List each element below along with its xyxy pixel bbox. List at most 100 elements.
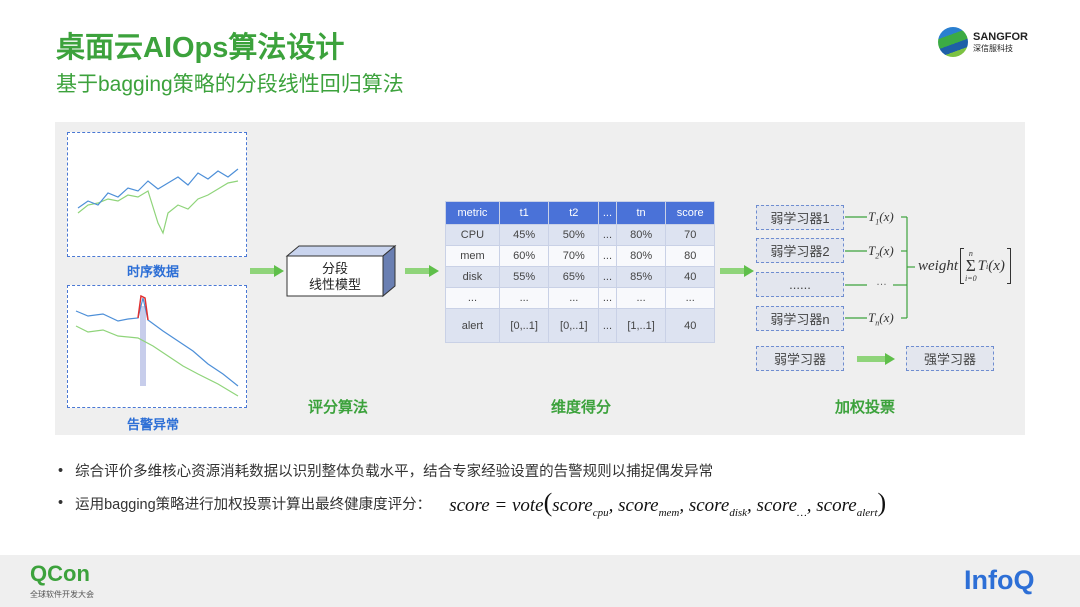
strong-learner: 强学习器 (906, 346, 994, 371)
table-header: tn (615, 201, 667, 225)
table-cell: [0,..1] (498, 308, 550, 343)
table-cell: ... (598, 287, 617, 309)
table-cell: 55% (498, 266, 550, 288)
table-cell: ... (665, 287, 715, 309)
t-symbol: T (868, 310, 876, 325)
sum-bottom: i=0 (965, 274, 977, 283)
formula-term: score (688, 495, 730, 516)
table-cell: 85% (615, 266, 667, 288)
table-header: t2 (548, 201, 600, 225)
sum-top: n (968, 249, 973, 258)
table-cell: ... (598, 266, 617, 288)
t-subscript: 1 (875, 217, 880, 227)
table-header: t1 (498, 201, 550, 225)
table-cell: ... (598, 245, 617, 267)
table-cell: 70% (548, 245, 600, 267)
table-header: ... (598, 201, 617, 225)
qcon-subtitle: 全球软件开发大会 (30, 590, 94, 599)
output-t2: T2(x) (868, 243, 894, 261)
table-header: score (665, 201, 715, 225)
stage-label-voting: 加权投票 (835, 399, 896, 416)
table-cell: [1,..1] (615, 308, 667, 343)
table-cell: ... (445, 287, 500, 309)
sum-symbol: n Σ i=0 (965, 249, 977, 283)
table-cell: CPU (445, 224, 500, 246)
formula-term: score (618, 495, 659, 516)
t-arg: (x) (879, 310, 894, 325)
model-box (285, 244, 397, 298)
table-cell: disk (445, 266, 500, 288)
arrow-right-icon (250, 265, 284, 277)
formula-term: score (816, 495, 857, 516)
timeseries-chart (77, 168, 239, 235)
formula-sub: … (797, 506, 807, 519)
bullet-1: •综合评价多维核心资源消耗数据以识别整体负载水平，结合专家经验设置的告警规则以捕… (58, 460, 713, 481)
formula-term: score (756, 495, 797, 516)
sigma-icon: Σ (965, 256, 976, 275)
formula-sub: disk (729, 506, 748, 519)
t-subscript: n (875, 318, 880, 328)
bullet-text: 运用bagging策略进行加权投票计算出最终健康度评分： (75, 496, 432, 513)
table-cell: 70 (665, 224, 715, 246)
output-t1: T1(x) (868, 209, 894, 227)
weak-learner-2: 弱学习器2 (756, 238, 844, 263)
t-arg: (x) (879, 243, 894, 258)
bracket-left (960, 248, 964, 284)
arrow-right-icon (720, 265, 754, 277)
table-cell: ... (598, 308, 617, 343)
globe-icon (938, 27, 968, 57)
score-formula: score = vote(scorecpu, scoremem, scoredi… (449, 488, 887, 519)
t-symbol: T (868, 243, 876, 258)
table-cell: 80% (615, 224, 667, 246)
formula-sub: alert (856, 506, 878, 519)
table-header: metric (445, 201, 500, 225)
table-cell: 40 (665, 266, 715, 288)
alert-chart (75, 294, 239, 397)
table-cell: ... (598, 224, 617, 246)
qcon-logo: QCon (30, 561, 90, 586)
formula-term: score (552, 495, 593, 516)
stage-label-scoring: 评分算法 (308, 399, 369, 416)
table-row: .................. (445, 287, 715, 309)
table-cell: 40 (665, 308, 715, 343)
arrow-right-icon (405, 265, 439, 277)
bullet-2: • 运用bagging策略进行加权投票计算出最终健康度评分： score = v… (58, 488, 886, 519)
table-header-row: metric t1 t2 ... tn score (445, 201, 715, 225)
logo-name: SANGFOR (973, 30, 1028, 43)
stage-label-dimension: 维度得分 (551, 399, 612, 416)
timeseries-plot (67, 132, 247, 257)
weak-learner-1: 弱学习器1 (756, 205, 844, 230)
slide-subtitle: 基于bagging策略的分段线性回归算法 (56, 73, 404, 96)
t-symbol: T (868, 209, 876, 224)
sum-arg: (x) (988, 257, 1005, 274)
plot1-caption: 时序数据 (127, 264, 180, 279)
formula-sub: mem (658, 506, 680, 519)
table-cell: ... (615, 287, 667, 309)
infoq-logo: InfoQ (964, 565, 1035, 595)
alert-plot (67, 285, 247, 408)
bullet-dot-icon: • (58, 495, 64, 512)
weak-learner: 弱学习器 (756, 346, 844, 371)
bracket-right (1006, 248, 1011, 284)
footer-bar (0, 555, 1080, 607)
table-cell: ... (498, 287, 550, 309)
sum-term-sub: i (985, 261, 989, 271)
table-cell: 65% (548, 266, 600, 288)
slide-title: 桌面云AIOps算法设计 (56, 32, 345, 64)
table-cell: 45% (498, 224, 550, 246)
table-cell: 50% (548, 224, 600, 246)
connector-lines (845, 216, 915, 319)
weak-learner-n: 弱学习器n (756, 306, 844, 331)
formula-lhs: score = vote (449, 495, 544, 516)
table-cell: 60% (498, 245, 550, 267)
output-ellipsis: … (876, 276, 887, 288)
bullet-dot-icon: • (58, 462, 64, 479)
table-cell: alert (445, 308, 500, 343)
weight-text: weight (918, 257, 958, 274)
table-cell: 80 (665, 245, 715, 267)
